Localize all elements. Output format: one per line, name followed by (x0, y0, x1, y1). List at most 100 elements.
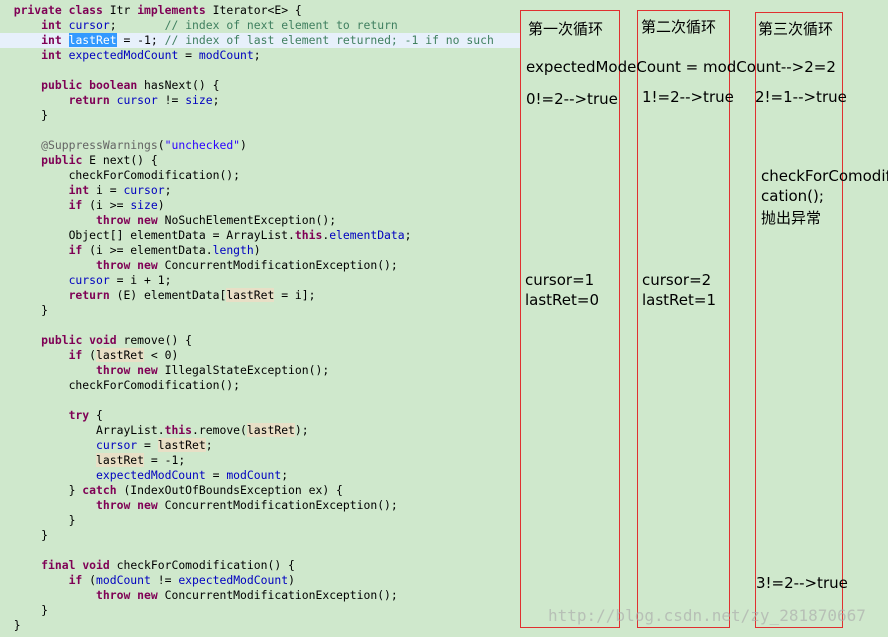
code-line[interactable]: int cursor; // index of next element to … (0, 18, 520, 33)
loop2-column-box (637, 10, 730, 628)
code-token (62, 33, 69, 47)
code-line[interactable]: if (i >= size) (0, 198, 520, 213)
code-line[interactable]: throw new IllegalStateException(); (0, 363, 520, 378)
code-line[interactable]: } (0, 513, 520, 528)
code-line[interactable]: private class Itr implements Iterator<E>… (0, 3, 520, 18)
code-line[interactable]: public E next() { (0, 153, 520, 168)
code-token: } (68, 483, 83, 497)
code-line[interactable]: } (0, 108, 520, 123)
code-line[interactable]: public boolean hasNext() { (0, 78, 520, 93)
code-line[interactable]: } (0, 618, 520, 633)
code-token: throw (96, 588, 131, 602)
code-indent (0, 408, 69, 422)
watermark: http://blog.csdn.net/zy_281870667 (548, 606, 866, 625)
code-token: int (41, 18, 62, 32)
code-line[interactable]: throw new ConcurrentModificationExceptio… (0, 258, 520, 273)
expected-mod-count-note: expectedModeCount = modCount-->2=2 (526, 58, 836, 76)
code-line[interactable]: throw new NoSuchElementException(); (0, 213, 520, 228)
code-area[interactable]: private class Itr implements Iterator<E>… (0, 3, 520, 633)
code-token: ; (281, 468, 289, 482)
code-indent (0, 513, 69, 527)
code-token: ) (253, 243, 261, 257)
code-line[interactable]: @SuppressWarnings("unchecked") (0, 138, 520, 153)
code-line[interactable]: if (i >= elementData.length) (0, 243, 520, 258)
code-line[interactable] (0, 543, 520, 558)
code-token: = (205, 468, 227, 482)
code-token: } (41, 108, 49, 122)
code-line[interactable]: int expectedModCount = modCount; (0, 48, 520, 63)
code-line[interactable]: try { (0, 408, 520, 423)
code-line[interactable]: ArrayList.this.remove(lastRet); (0, 423, 520, 438)
loop2-hasnext-note: 1!=2-->true (642, 88, 734, 106)
code-indent (0, 483, 69, 497)
code-token: lastRet (226, 288, 275, 302)
code-line[interactable]: public void remove() { (0, 333, 520, 348)
code-line[interactable]: throw new ConcurrentModificationExceptio… (0, 498, 520, 513)
code-token: .remove( (192, 423, 247, 437)
code-token: class (68, 3, 103, 17)
code-line[interactable]: checkForComodification(); (0, 168, 520, 183)
code-token: this (164, 423, 193, 437)
code-token: modCount (198, 48, 254, 62)
code-token: lastRet (157, 438, 206, 452)
code-line[interactable]: if (lastRet < 0) (0, 348, 520, 363)
code-token: boolean (89, 78, 138, 92)
code-line[interactable] (0, 123, 520, 138)
code-line[interactable]: } catch (IndexOutOfBoundsException ex) { (0, 483, 520, 498)
code-line[interactable] (0, 393, 520, 408)
code-token: = i]; (274, 288, 316, 302)
code-token: "unchecked" (164, 138, 241, 152)
code-line[interactable]: } (0, 303, 520, 318)
code-line[interactable]: } (0, 603, 520, 618)
loop1-cursor-note: cursor=1 (525, 271, 595, 289)
code-line[interactable]: throw new ConcurrentModificationExceptio… (0, 588, 520, 603)
loop3-hasnext-note: 2!=1-->true (755, 88, 847, 106)
code-token: void (82, 558, 110, 572)
code-token: this (294, 228, 323, 242)
code-token: != (150, 573, 179, 587)
code-token: ; (164, 183, 172, 197)
code-token: size (130, 198, 158, 212)
code-line[interactable]: Object[] elementData = ArrayList.this.el… (0, 228, 520, 243)
loop3-column-box (755, 12, 843, 628)
code-token: (i >= elementData. (82, 243, 213, 257)
code-token: return (68, 93, 110, 107)
code-indent (0, 48, 41, 62)
code-token: { (89, 408, 103, 422)
code-indent (0, 273, 69, 287)
code-token (62, 48, 69, 62)
code-token (110, 93, 117, 107)
code-line[interactable]: checkForComodification(); (0, 378, 520, 393)
code-token: implements (137, 3, 206, 17)
code-line[interactable]: } (0, 528, 520, 543)
code-token: catch (82, 483, 117, 497)
code-token: // index of next element to return (164, 18, 398, 32)
code-token: } (41, 303, 49, 317)
code-token: (i >= (82, 198, 131, 212)
code-line[interactable]: return (E) elementData[lastRet = i]; (0, 288, 520, 303)
code-line[interactable]: final void checkForComodification() { (0, 558, 520, 573)
loop3-header: 第三次循环 (758, 20, 834, 38)
code-line[interactable]: if (modCount != expectedModCount) (0, 573, 520, 588)
code-token: lastRet (96, 453, 145, 467)
code-line[interactable] (0, 318, 520, 333)
code-token: ) (240, 138, 247, 152)
code-token: . (322, 228, 330, 242)
code-line[interactable]: lastRet = -1; (0, 453, 520, 468)
code-line[interactable] (0, 63, 520, 78)
code-line[interactable]: int i = cursor; (0, 183, 520, 198)
code-line[interactable]: cursor = lastRet; (0, 438, 520, 453)
code-line[interactable]: expectedModCount = modCount; (0, 468, 520, 483)
code-line[interactable]: cursor = i + 1; (0, 273, 520, 288)
code-indent (0, 468, 96, 482)
code-line[interactable]: return cursor != size; (0, 93, 520, 108)
code-token: cursor (96, 438, 138, 452)
code-token: ConcurrentModificationException(); (157, 588, 398, 602)
code-token: NoSuchElementException(); (157, 213, 337, 227)
code-token: ; (212, 93, 220, 107)
code-token: } (41, 528, 49, 542)
code-line[interactable]: int lastRet = -1; // index of last eleme… (0, 33, 520, 48)
code-indent (0, 378, 69, 392)
code-token: private (13, 3, 62, 17)
